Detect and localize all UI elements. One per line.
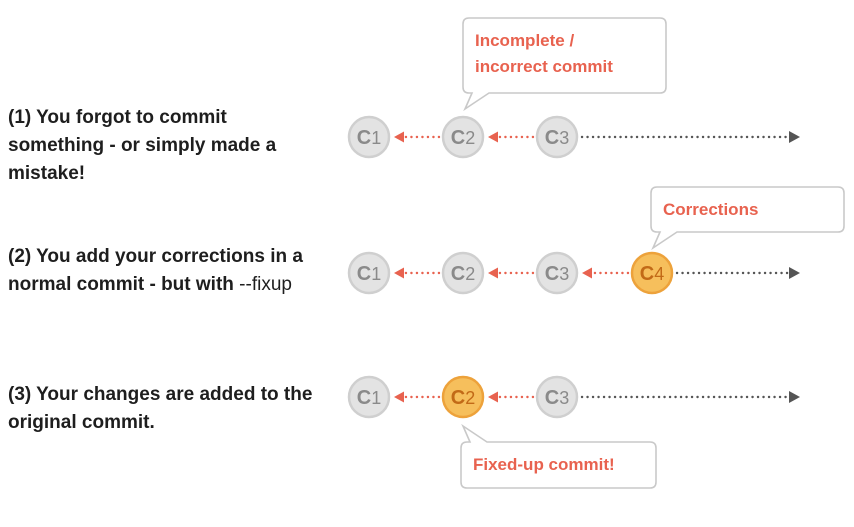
commit-node-C1: C1: [347, 375, 391, 419]
callout-text-line-1: Incomplete /: [475, 31, 574, 50]
commit-node-C1: C1: [347, 251, 391, 295]
commit-letter: C: [357, 387, 371, 409]
commit-letter: C: [357, 127, 371, 149]
commit-circle: [347, 375, 391, 419]
callout-box: [462, 17, 667, 112]
commit-letter: C: [451, 127, 465, 149]
callout-box: [460, 423, 657, 489]
commit-letter: C: [545, 263, 559, 285]
commit-circle: [630, 251, 674, 295]
commit-label: C4: [640, 263, 664, 285]
callout-text-line-2: incorrect commit: [475, 57, 613, 76]
commit-letter: C: [451, 387, 465, 409]
commit-circle: [441, 115, 485, 159]
arrowhead-red-3-2: [488, 391, 498, 403]
commit-circle: [535, 115, 579, 159]
commit-label: C2: [451, 127, 475, 149]
step-1-number: (1): [8, 107, 32, 128]
commit-digit: 3: [559, 264, 569, 284]
commit-node-C3: C3: [535, 375, 579, 419]
commit-circle: [441, 251, 485, 295]
commit-label: C2: [451, 387, 475, 409]
callout-text-line-1: Corrections: [663, 200, 758, 219]
commit-digit: 3: [559, 128, 569, 148]
callout-1: Incomplete / incorrect commit: [462, 17, 667, 112]
commit-circle: [347, 115, 391, 159]
step-2-fixup-flag: --fixup: [239, 274, 292, 295]
commit-node-C2: C2: [441, 375, 485, 419]
commit-letter: C: [357, 263, 371, 285]
commit-digit: 3: [559, 388, 569, 408]
commit-digit: 2: [465, 264, 475, 284]
step-1-text: You forgot to commit something - or simp…: [8, 107, 277, 184]
step-2-number: (2): [8, 246, 32, 267]
callout-box: [650, 186, 845, 251]
step-2-description: (2) You add your corrections in a normal…: [8, 243, 318, 299]
commit-label: C2: [451, 263, 475, 285]
commit-letter: C: [545, 127, 559, 149]
commit-letter: C: [640, 263, 654, 285]
step-1-description: (1) You forgot to commit something - or …: [8, 104, 318, 188]
callout-text-line-1: Fixed-up commit!: [473, 455, 615, 474]
commit-letter: C: [545, 387, 559, 409]
arrowhead-right-1: [789, 131, 800, 143]
commit-digit: 1: [371, 264, 381, 284]
step-3-text: Your changes are added to the original c…: [8, 384, 313, 433]
commit-label: C3: [545, 387, 569, 409]
callout-3: Fixed-up commit!: [460, 423, 657, 489]
commit-digit: 2: [465, 128, 475, 148]
commit-node-C3: C3: [535, 251, 579, 295]
commit-circle: [441, 375, 485, 419]
commit-node-C1: C1: [347, 115, 391, 159]
arrowhead-right-3: [789, 391, 800, 403]
commit-node-C3: C3: [535, 115, 579, 159]
step-2-text: You add your corrections in a normal com…: [8, 246, 303, 295]
commit-label: C3: [545, 263, 569, 285]
commit-circle: [535, 251, 579, 295]
commit-digit: 1: [371, 128, 381, 148]
commit-node-C4: C4: [630, 251, 674, 295]
commit-circle: [535, 375, 579, 419]
commit-label: C1: [357, 387, 381, 409]
commit-label: C3: [545, 127, 569, 149]
arrowhead-red-1-1: [394, 131, 404, 143]
commit-digit: 2: [465, 388, 475, 408]
commit-letter: C: [451, 263, 465, 285]
commit-circle: [347, 251, 391, 295]
commit-digit: 1: [371, 388, 381, 408]
arrowhead-red-2-1: [394, 267, 404, 279]
commit-digit: 4: [654, 264, 664, 284]
commit-node-C2: C2: [441, 251, 485, 295]
commit-label: C1: [357, 127, 381, 149]
arrowhead-red-2-3: [582, 267, 592, 279]
arrowhead-red-2-2: [488, 267, 498, 279]
arrowhead-red-3-1: [394, 391, 404, 403]
arrowhead-right-2: [789, 267, 800, 279]
step-3-description: (3) Your changes are added to the origin…: [8, 381, 318, 437]
callout-2: Corrections: [650, 186, 845, 251]
step-3-number: (3): [8, 384, 32, 405]
commit-node-C2: C2: [441, 115, 485, 159]
arrowhead-red-1-2: [488, 131, 498, 143]
commit-label: C1: [357, 263, 381, 285]
